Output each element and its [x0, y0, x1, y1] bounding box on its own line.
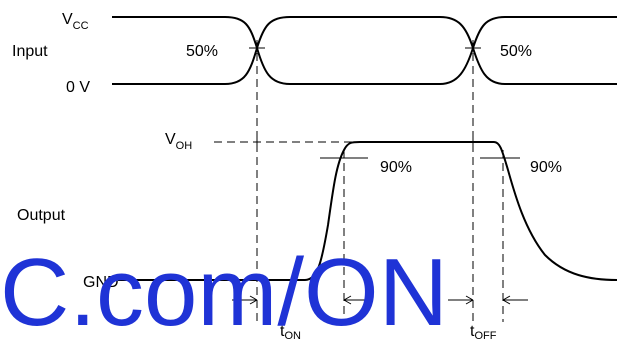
voh-label: VOH [165, 131, 192, 152]
ton-label: tON [280, 323, 301, 342]
input-waveform-rising [112, 16, 617, 85]
watermark-text: C.com/ON [0, 239, 448, 345]
zero-v-label: 0 V [66, 79, 90, 96]
toff-label: tOFF [470, 323, 497, 342]
vcc-label: VCC [62, 11, 89, 32]
output-label: Output [17, 207, 66, 224]
pct90-right-label: 90% [530, 159, 562, 176]
gnd-label: GND [83, 274, 119, 291]
input-waveform-falling [112, 16, 617, 85]
toff-arrow-right [502, 295, 528, 305]
pct50-right-label: 50% [500, 43, 532, 60]
input-label: Input [12, 43, 48, 60]
toff-arrow-left [448, 295, 474, 305]
ton-arrow-left [232, 295, 258, 305]
pct90-left-label: 90% [380, 159, 412, 176]
ton-arrow-right [343, 295, 368, 305]
pct50-left-label: 50% [186, 43, 218, 60]
output-waveform [118, 141, 617, 281]
